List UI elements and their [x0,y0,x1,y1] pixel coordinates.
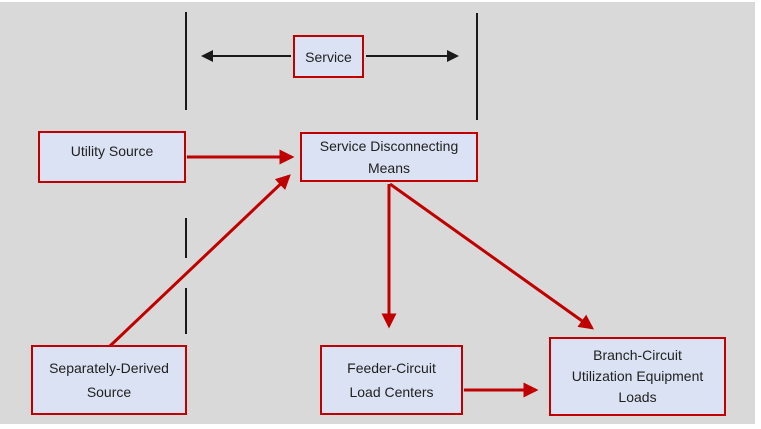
node-service-disconnecting-means: Service Disconnecting Means [300,132,478,182]
node-branch-line-1: Branch-Circuit [593,347,682,363]
node-separately-derived-source: Separately-Derived Source [31,345,187,415]
node-sdm-line-1: Service Disconnecting [319,138,459,154]
node-sds-line-1: Separately-Derived [49,360,169,376]
node-branch-line-3: Loads [618,389,657,405]
node-service-label: Service [305,48,352,65]
node-sds-line-2: Source [86,384,132,400]
node-feeder-line-1: Feeder-Circuit [347,360,436,376]
node-feeder-circuit-load-centers: Feeder-Circuit Load Centers [320,345,463,415]
node-branch-circuit-loads: Branch-Circuit Utilization Equipment Loa… [549,337,726,416]
node-branch-line-2: Utilization Equipment [571,368,704,384]
node-utility-source-label: Utility Source [70,143,154,159]
node-utility-source: Utility Source [38,131,186,183]
node-feeder-line-2: Load Centers [349,384,434,400]
node-service: Service [293,35,364,78]
node-sdm-line-2: Means [367,160,411,176]
